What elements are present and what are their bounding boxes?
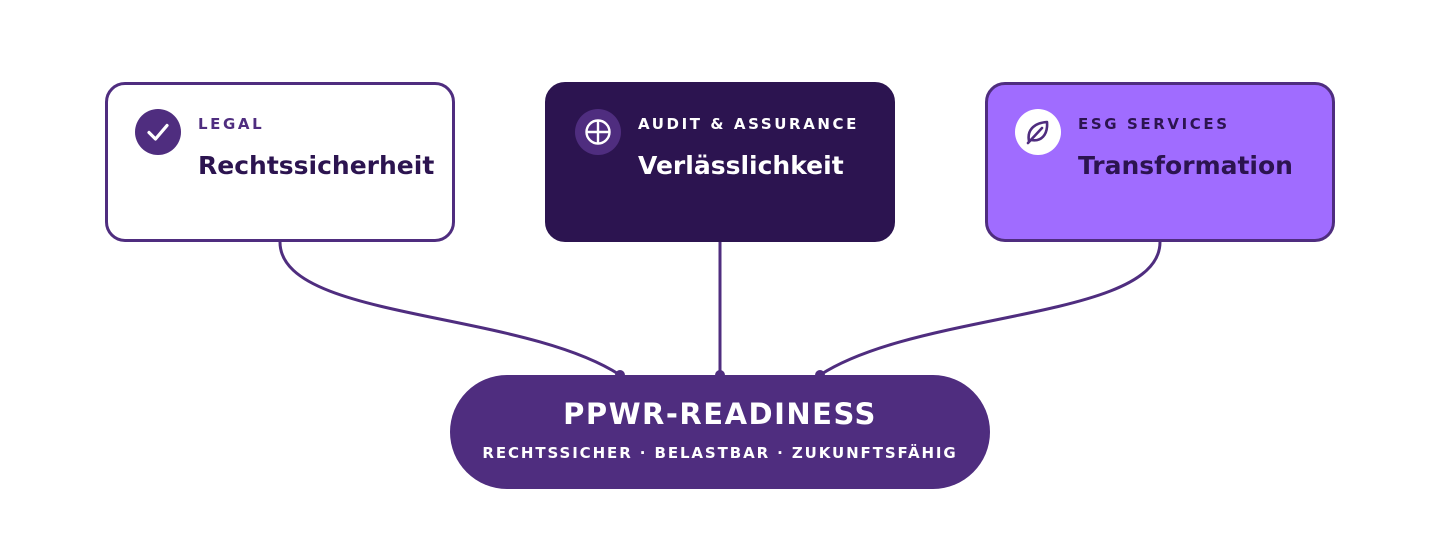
- connector-legal: [278, 241, 621, 377]
- hub-subtitle: RECHTSSICHER · BELASTBAR · ZUKUNFTSFÄHIG: [482, 444, 958, 462]
- card-title: Rechtssicherheit: [198, 151, 435, 180]
- check-icon: [135, 109, 181, 155]
- card-esg-services: ESG SERVICES Transformation: [985, 82, 1335, 242]
- leaf-icon: [1015, 109, 1061, 155]
- card-kicker: AUDIT & ASSURANCE: [638, 115, 860, 133]
- hub-title: PPWR-READINESS: [563, 397, 877, 431]
- card-kicker: ESG SERVICES: [1078, 115, 1230, 133]
- card-legal: LEGAL Rechtssicherheit: [105, 82, 455, 242]
- connector-esg: [819, 241, 1162, 377]
- card-kicker: LEGAL: [198, 115, 265, 133]
- ppwr-readiness-hub: PPWR-READINESS RECHTSSICHER · BELASTBAR …: [450, 375, 990, 489]
- card-audit-assurance: AUDIT & ASSURANCE Verlässlichkeit: [545, 82, 895, 242]
- card-title: Transformation: [1078, 151, 1293, 180]
- card-title: Verlässlichkeit: [638, 151, 844, 180]
- crosshair-icon: [575, 109, 621, 155]
